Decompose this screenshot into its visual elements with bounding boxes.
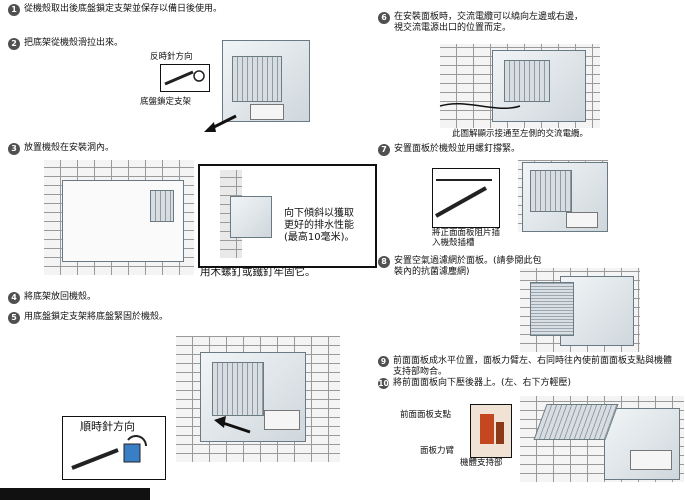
air-filter bbox=[530, 282, 574, 336]
step-1: 1 從機殼取出後底盤鎖定支架並保存以備日後使用。 bbox=[8, 4, 223, 16]
step-number: 7 bbox=[378, 144, 390, 156]
step-text: 把底架從機殼滑拉出來。 bbox=[24, 38, 124, 48]
step-8: 8 安置空氣過濾網於面板。(請參閱此包裝內的抗菌濾塵網) bbox=[378, 256, 548, 278]
pull-arrow-icon bbox=[204, 114, 237, 132]
step5-control-panel bbox=[264, 410, 300, 430]
step-number: 10 bbox=[378, 378, 389, 389]
control-panel bbox=[250, 104, 284, 120]
bottom-rule bbox=[0, 488, 150, 500]
step5-grille bbox=[212, 362, 264, 416]
step-number: 5 bbox=[8, 312, 20, 324]
step-number: 9 bbox=[378, 356, 389, 367]
step-number: 3 bbox=[8, 143, 20, 155]
panel-arm-label: 面板力臂 bbox=[420, 446, 455, 456]
step-text: 將前面面板向下壓後器上。(左、右下方輕壓) bbox=[393, 378, 572, 388]
step-5: 5 用底盤鎖定支架將底盤緊固於機殼。 bbox=[8, 312, 238, 324]
step-text: 在安裝面板時，交流電纜可以繞向左邊或右邊，視交流電源出口的位置而定。 bbox=[394, 12, 584, 33]
step-10: 10 將前面面板向下壓後器上。(左、右下方輕壓) bbox=[378, 378, 678, 389]
step-number: 4 bbox=[8, 292, 20, 304]
front-panel-fulcrum-label: 前面面板支點 bbox=[400, 410, 452, 420]
step-text: 前面面板成水平位置，面板力臂左、右同時往內使前面面板支點與機體支持部吻合。 bbox=[393, 356, 673, 377]
counterclockwise-label: 反時針方向 bbox=[150, 52, 193, 62]
step10-control-panel bbox=[630, 450, 672, 470]
step-text: 安置空氣過濾網於面板。(請參閱此包裝內的抗菌濾塵網) bbox=[394, 256, 542, 277]
sleeve-vent bbox=[150, 190, 174, 222]
step7-control-panel bbox=[566, 212, 598, 228]
step-number: 2 bbox=[8, 38, 20, 50]
tilt-note: 向下傾斜以獲取更好的排水性能 (最高10毫米)。 bbox=[284, 208, 355, 243]
step-text: 將底架放回機殼。 bbox=[24, 292, 97, 302]
step-2: 2 把底架從機殼滑拉出來。 bbox=[8, 38, 208, 50]
cable-note: 此圖解顯示接通至左側的交流電纜。 bbox=[452, 129, 589, 139]
clockwise-box bbox=[62, 416, 166, 480]
step7-grille bbox=[530, 170, 572, 212]
step-number: 6 bbox=[378, 12, 390, 24]
screwdriver-box bbox=[160, 64, 210, 92]
step-text: 放置機殼在安裝洞內。 bbox=[24, 143, 115, 153]
step-text: 從機殼取出後底盤鎖定支架並保存以備日後使用。 bbox=[24, 4, 223, 14]
push-arrow-icon bbox=[214, 416, 251, 434]
ac-cable bbox=[439, 102, 521, 110]
step-text: 用底盤鎖定支架將底盤緊固於機殼。 bbox=[24, 312, 169, 322]
insert-note: 將正面面板阻片插入機殼插槽 bbox=[432, 228, 501, 248]
panel-arm-drawing bbox=[480, 414, 504, 444]
body-support-label: 機體支持部 bbox=[460, 458, 503, 468]
ac-grille bbox=[232, 56, 282, 102]
step-7: 7 安置面板於機殼並用螺釘撐緊。 bbox=[378, 144, 588, 156]
step10-front-panel bbox=[533, 404, 619, 440]
step-number: 8 bbox=[378, 256, 390, 268]
screwdriver-icon bbox=[164, 70, 205, 86]
base-lock-bracket-label: 底盤鎖定支架 bbox=[140, 97, 192, 107]
step6-grille bbox=[504, 60, 550, 102]
screwdriver-clockwise-icon bbox=[71, 435, 147, 470]
step-4: 4 將底架放回機殼。 bbox=[8, 292, 208, 304]
step-number: 1 bbox=[8, 4, 20, 16]
step-6: 6 在安裝面板時，交流電纜可以繞向左邊或右邊，視交流電源出口的位置而定。 bbox=[378, 12, 588, 34]
step-9: 9 前面面板成水平位置，面板力臂左、右同時往內使前面面板支點與機體支持部吻合。 bbox=[378, 356, 678, 378]
clockwise-label: 順時針方向 bbox=[80, 420, 135, 433]
step-3: 3 放置機殼在安裝洞內。 bbox=[8, 143, 208, 155]
detail-unit bbox=[230, 196, 272, 238]
insert-detail-drawing bbox=[435, 179, 492, 218]
step-text: 安置面板於機殼並用螺釘撐緊。 bbox=[394, 144, 521, 154]
screw-note: 用木螺釘或鐵釘牢固它。 bbox=[200, 266, 316, 278]
